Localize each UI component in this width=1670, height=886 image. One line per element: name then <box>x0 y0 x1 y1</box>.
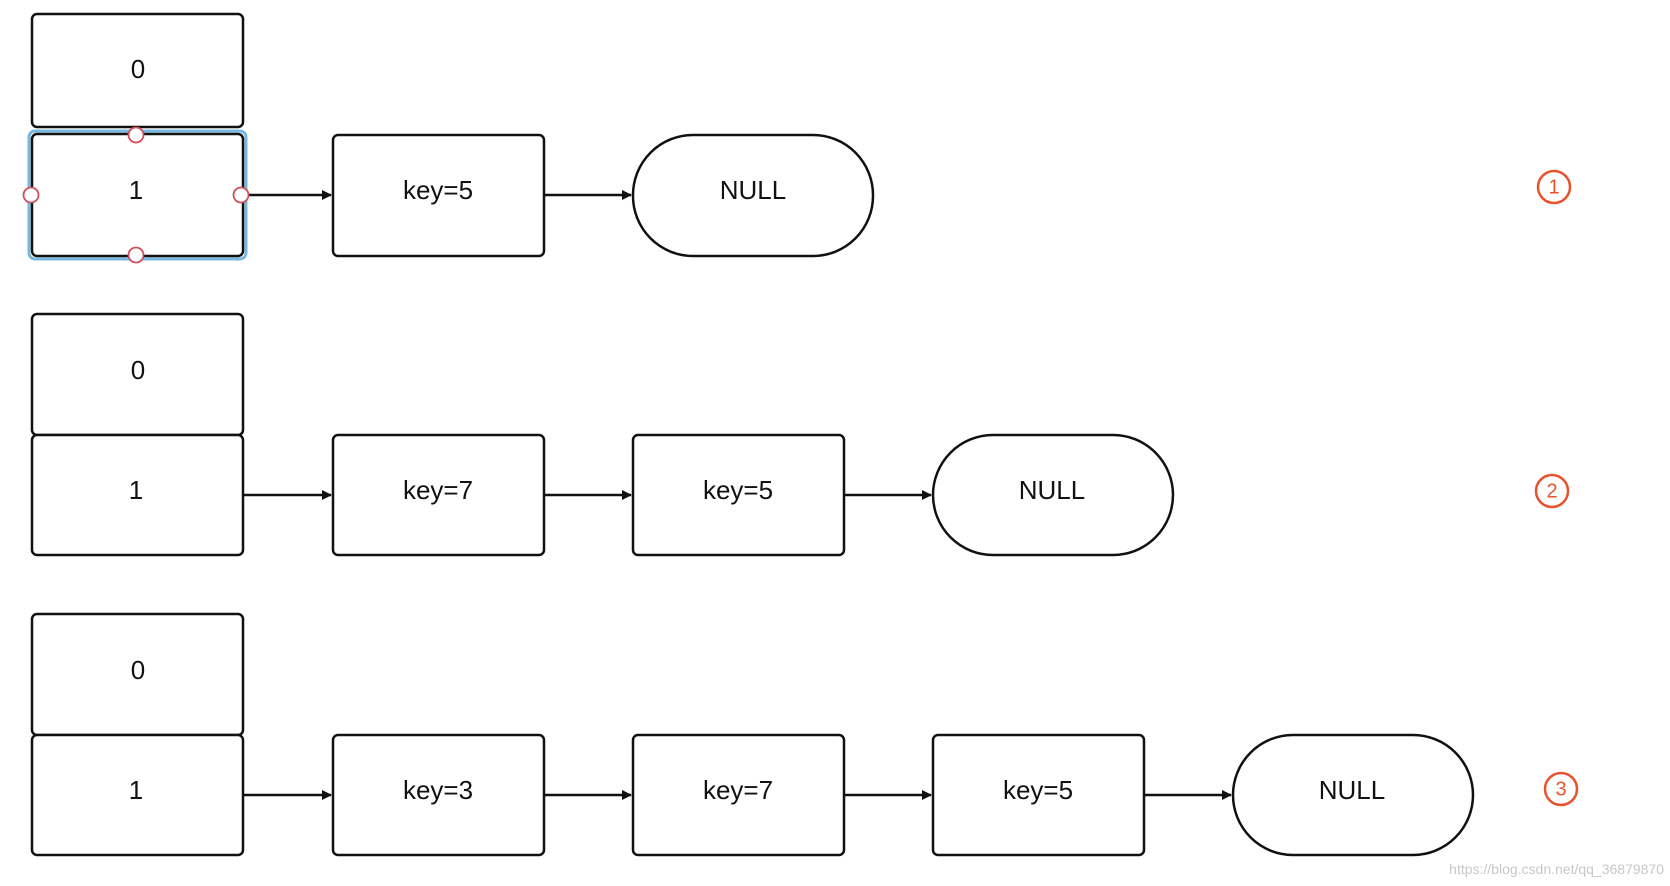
chain-node-label: key=7 <box>403 475 473 505</box>
bucket-0-label: 0 <box>131 54 145 84</box>
bucket-0-label: 0 <box>131 655 145 685</box>
step-marker-circle <box>1543 771 1579 807</box>
chain-node-label: key=5 <box>1003 775 1073 805</box>
null-terminator-label: NULL <box>1019 475 1085 505</box>
chain-node-label: key=5 <box>703 475 773 505</box>
null-terminator[interactable] <box>931 433 1175 557</box>
null-terminator[interactable] <box>631 133 875 258</box>
diagram-step-2: 0 1 key=7 key=5 NULL 2 <box>30 312 1570 557</box>
bucket-1-label: 1 <box>129 475 143 505</box>
step-marker-label: 1 <box>1548 176 1559 198</box>
null-terminator[interactable] <box>1231 733 1475 857</box>
selection-handle-bottom[interactable] <box>127 246 145 264</box>
diagram-step-1: 0 1 key=5 NULL 1 <box>22 12 1572 264</box>
chain-node-label: key=5 <box>403 175 473 205</box>
bucket-1-label: 1 <box>129 175 143 205</box>
chain-node-label: key=3 <box>403 775 473 805</box>
selection-handle-left[interactable] <box>22 186 40 204</box>
selection-handle-right[interactable] <box>232 186 250 204</box>
selection-handle-top[interactable] <box>127 126 145 144</box>
step-marker-circle <box>1536 169 1572 205</box>
null-terminator-label: NULL <box>720 175 786 205</box>
chain-node-label: key=7 <box>703 775 773 805</box>
diagram-step-3: 0 1 key=3 key=7 key=5 NULL 3 <box>30 612 1579 857</box>
step-marker-label: 2 <box>1546 480 1557 502</box>
null-terminator-label: NULL <box>1319 775 1385 805</box>
step-marker-label: 3 <box>1555 778 1566 800</box>
bucket-0-label: 0 <box>131 355 145 385</box>
step-marker-circle <box>1534 473 1570 509</box>
watermark: https://blog.csdn.net/qq_36879870 <box>1449 861 1664 877</box>
bucket-1-label: 1 <box>129 775 143 805</box>
